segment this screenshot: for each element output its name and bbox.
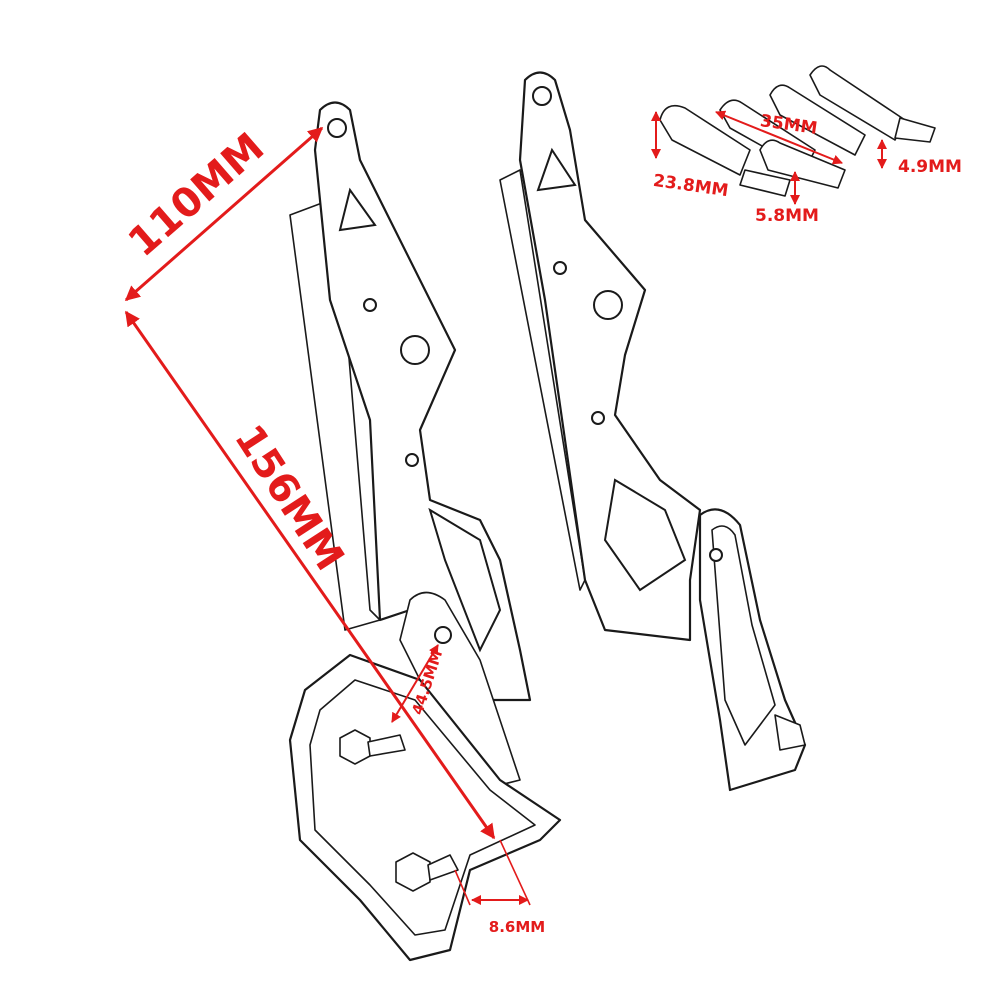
right-bracket [499,71,807,792]
right-bracket-plate [518,71,702,642]
dimension-ext-8-6-left [454,869,471,906]
right-bracket-large-hole [593,290,623,320]
right-bracket-tab-inner [711,525,776,746]
right-bracket-triangle-cutout [536,147,577,192]
label-8-6mm: 8.6MM [489,918,545,936]
left-bracket-top-hole [327,118,347,138]
left-bracket-small-hole [363,298,377,312]
bolt-shank-lower [427,854,459,881]
dimension-line-44-5 [391,644,439,723]
left-bracket-base-inner [309,679,536,936]
left-bracket-tab-hole [434,626,452,644]
dimension-line-156 [124,310,496,840]
right-bracket-small-hole [553,261,567,275]
right-bracket-tab-hole [709,548,723,562]
label-5-8mm: 5.8MM [755,206,819,226]
right-bracket-mid-hole [591,411,605,425]
left-bracket-large-hole [400,335,430,365]
label-4-9mm: 4.9MM [898,157,962,177]
left-bracket-triangle-cutout [338,187,377,232]
label-110mm: 110MM [120,124,273,266]
dimension-line-35 [715,110,843,165]
left-bracket-mid-hole [405,453,419,467]
spacer-back-thread [894,117,936,143]
label-23-8mm: 23.8MM [652,171,730,201]
dimension-line-110 [124,126,324,302]
spacer-main-thread [739,169,791,197]
dimension-ext-8-6-right [499,839,531,906]
hex-bolt-lower [395,852,431,892]
right-bracket-top-hole [532,86,552,106]
hex-bolt-upper [339,729,371,765]
right-bracket-clip [774,714,806,751]
right-bracket-diamond-cutout [603,478,687,592]
